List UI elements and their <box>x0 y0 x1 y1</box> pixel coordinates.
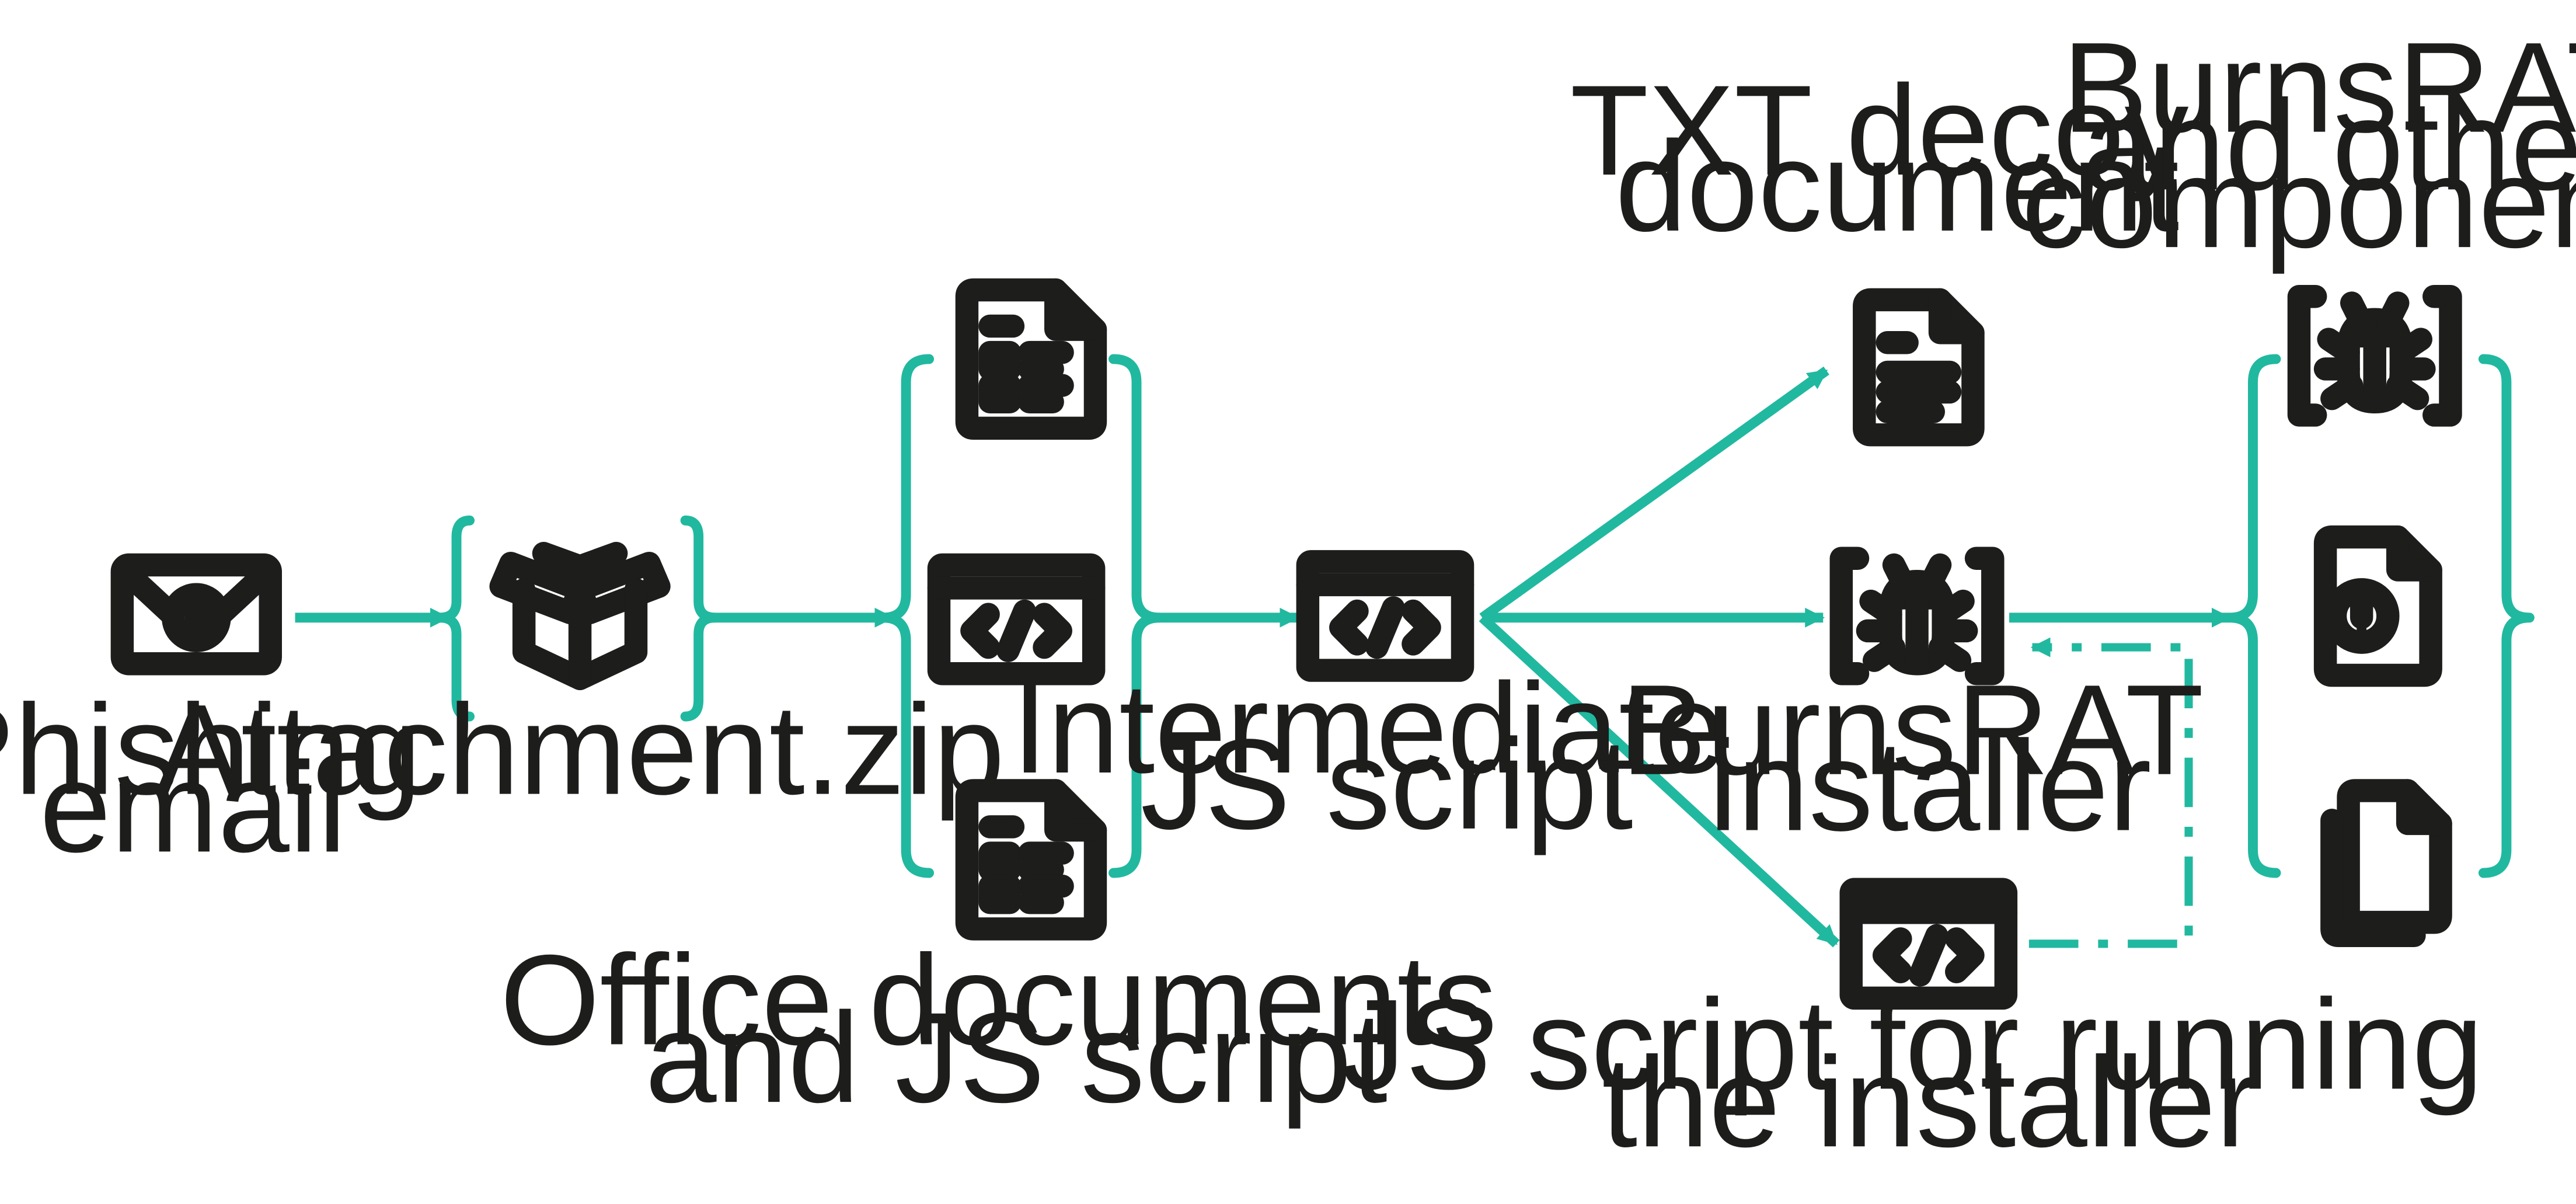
open-box-icon <box>489 542 671 690</box>
label-js-runner-line1: JS script for running <box>1341 973 2484 1116</box>
label-intermediate-js-line2: JS script <box>1141 712 1633 856</box>
label-phishing-email-line2: email <box>40 735 347 879</box>
labels: Phishing email Attachment.zip Office doc… <box>0 16 2576 1174</box>
dashed-arrow-jsrunner-to-installer <box>2028 637 2193 948</box>
group-braces <box>435 354 2535 878</box>
flow-connectors <box>295 366 2232 948</box>
bug-icon <box>1829 547 2005 685</box>
stacked-documents-icon <box>2320 779 2452 947</box>
label-js-runner: JS script for running the installer <box>1341 973 2519 1174</box>
component-bug-icon <box>2287 284 2462 427</box>
label-burnsrat-installer-line2: installer <box>1709 714 2152 858</box>
label-txt-decoy: TXT decoy document <box>1570 58 2225 258</box>
label-burnsrat-installer-line1: BurnsRAT <box>1621 658 2204 802</box>
label-intermediate-js: Intermediate JS script <box>1012 656 1762 856</box>
label-burnsrat-installer: BurnsRAT installer <box>1621 658 2240 858</box>
text-document-icon <box>1853 288 1985 447</box>
label-js-runner-line2: the installer <box>1602 1030 2258 1174</box>
label-burnsrat-components-line1: BurnsRAT <box>2062 16 2576 159</box>
label-office-documents-line1: Office documents <box>500 928 1497 1071</box>
label-burnsrat-components: BurnsRAT and other components <box>2021 16 2576 274</box>
label-office-documents-line2: and JS script <box>645 986 1388 1129</box>
label-attachment: Attachment.zip <box>155 678 1005 822</box>
code-window-icon <box>927 553 1106 685</box>
intermediate-code-window-icon <box>1296 550 1475 682</box>
label-txt-decoy-line1: TXT decoy <box>1570 58 2189 202</box>
label-intermediate-js-line1: Intermediate <box>1012 656 1726 800</box>
label-attachment-line1: Attachment.zip <box>155 678 1005 822</box>
label-phishing-email-line1: Phishing <box>0 678 421 822</box>
label-office-documents: Office documents and JS script <box>500 928 1532 1129</box>
label-txt-decoy-line2: document <box>1615 114 2179 258</box>
office-document-icon <box>967 290 1095 428</box>
runner-code-window-icon <box>1839 878 2018 1010</box>
warning-envelope-icon <box>110 553 282 676</box>
label-burnsrat-components-line3: components <box>2021 131 2576 274</box>
arrow-intermediate-to-txt <box>1479 366 1829 622</box>
arrow-intermediate-to-jsrunner <box>1479 614 1840 948</box>
label-phishing-email: Phishing email <box>0 678 457 879</box>
label-burnsrat-components-line2: and other <box>2082 73 2576 217</box>
warning-document-icon <box>2313 525 2442 687</box>
